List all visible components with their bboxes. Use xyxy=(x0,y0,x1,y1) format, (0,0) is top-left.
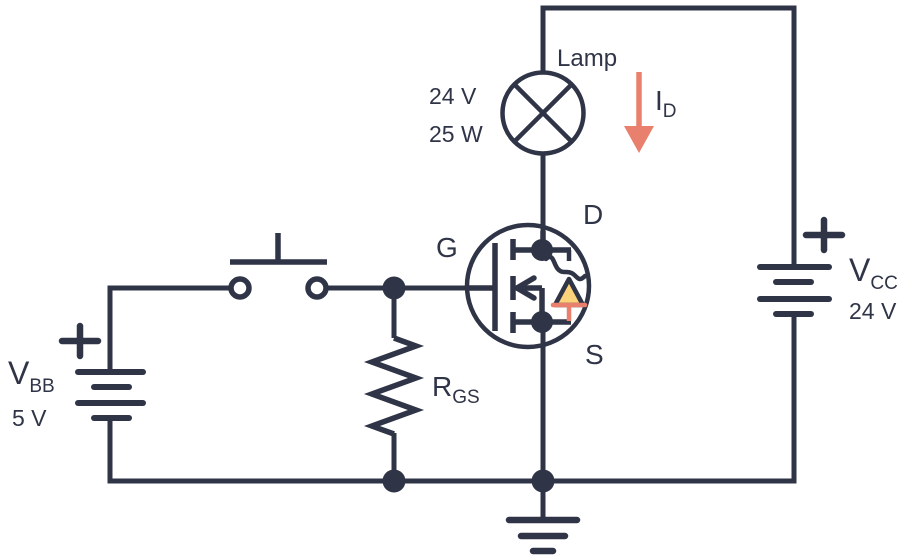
lamp-power-label: 25 W xyxy=(429,121,483,147)
ground-icon xyxy=(505,481,581,555)
lamp-label: Lamp xyxy=(557,45,617,72)
current-subscript: D xyxy=(663,101,677,122)
push-button-icon xyxy=(228,233,329,300)
junction-dot xyxy=(382,276,406,300)
junction-dot xyxy=(382,469,406,493)
vcc-symbol: V xyxy=(849,252,871,288)
gate-label: G xyxy=(436,232,458,263)
vcc-value-label: 24 V xyxy=(849,298,897,324)
wire-vbb-to-button xyxy=(107,285,231,369)
vcc-label: VCC xyxy=(849,252,898,294)
button-terminal-left xyxy=(228,276,252,300)
vbb-value-label: 5 V xyxy=(12,405,47,431)
vbb-label: VBB xyxy=(8,355,55,397)
junction-dot xyxy=(531,469,555,493)
plus-icon xyxy=(58,322,102,360)
battery-vbb-icon xyxy=(58,322,146,421)
current-arrow-icon xyxy=(624,72,654,153)
mosfet-icon xyxy=(464,222,592,350)
junction-dot xyxy=(531,311,553,333)
resistor-symbol-letter: R xyxy=(432,371,452,402)
lamp-circle xyxy=(500,70,586,156)
current-label: ID xyxy=(655,85,677,122)
button-terminal-right xyxy=(305,276,329,300)
current-arrow-head xyxy=(624,126,654,153)
wire-top-rail xyxy=(540,5,797,264)
plus-icon xyxy=(802,216,846,254)
vbb-subscript: BB xyxy=(29,376,54,397)
wire-bottom-rail xyxy=(107,317,797,484)
arrow-barb xyxy=(514,275,537,291)
source-label: S xyxy=(585,339,604,370)
body-diode-icon xyxy=(543,250,588,321)
diode-wave xyxy=(543,254,588,282)
arrow-barb xyxy=(514,285,537,301)
drain-label: D xyxy=(583,199,603,230)
battery-vcc-icon xyxy=(757,216,846,317)
resistor-icon xyxy=(363,335,425,437)
current-symbol: I xyxy=(655,85,663,116)
resistor-subscript: GS xyxy=(452,387,479,408)
resistor-zigzag xyxy=(363,335,425,437)
lamp-voltage-label: 24 V xyxy=(429,83,477,109)
resistor-label: RGS xyxy=(432,371,480,408)
lamp-cross-line xyxy=(512,82,574,144)
vcc-subscript: CC xyxy=(870,273,897,294)
junction-dot xyxy=(531,239,553,261)
lamp-icon xyxy=(500,70,586,156)
diode-triangle xyxy=(552,276,586,308)
vbb-symbol: V xyxy=(8,355,30,391)
